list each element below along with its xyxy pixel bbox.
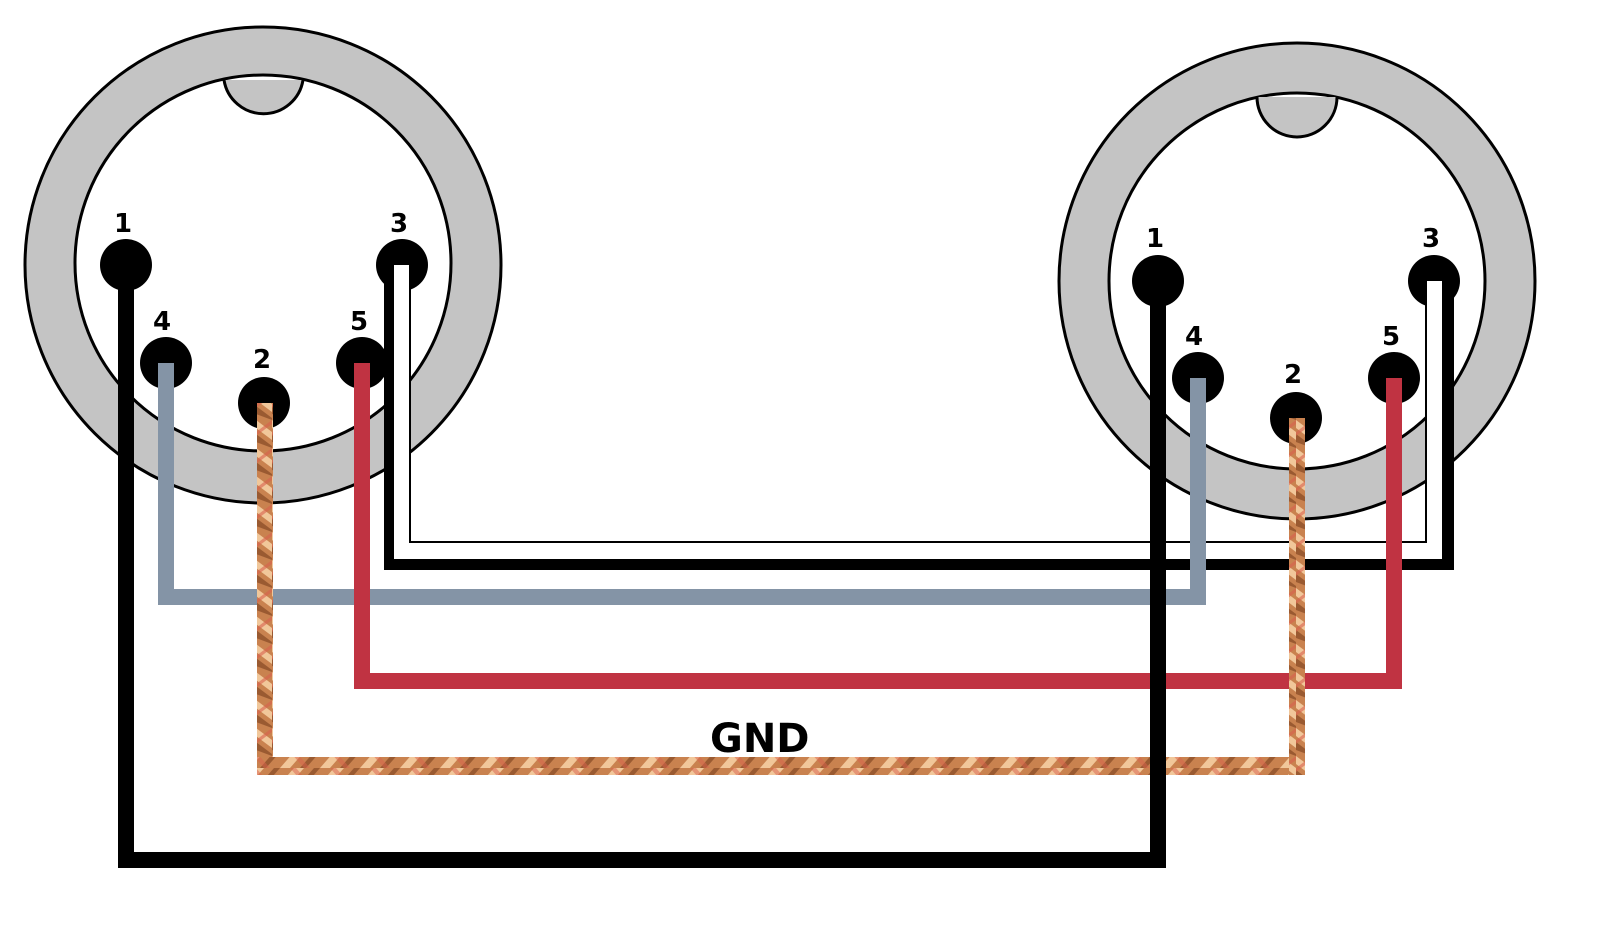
- wire-copper-gnd-pin2: [257, 403, 1305, 775]
- wire-white-pin3: [384, 265, 1454, 570]
- left-pin-5-label: 5: [350, 307, 368, 337]
- right-connector-key-notch: [1255, 96, 1339, 139]
- right-pin-5-label: 5: [1382, 322, 1400, 352]
- wire-black-pin1: [118, 265, 1166, 868]
- right-pin-4-label: 4: [1185, 322, 1203, 352]
- right-pin-1-label: 1: [1146, 224, 1164, 254]
- right-pin-3-label: 3: [1422, 224, 1440, 254]
- right-pin-2-label: 2: [1284, 360, 1302, 390]
- left-pin-3-label: 3: [390, 209, 408, 239]
- left-pin-2-label: 2: [253, 345, 271, 375]
- left-connector-key-notch: [222, 79, 305, 116]
- wire-red-pin5: [354, 363, 1402, 689]
- left-connector: 1 4 2 5 3: [23, 25, 503, 505]
- left-pin-4-label: 4: [153, 307, 171, 337]
- wire-grey-pin4: [158, 363, 1206, 605]
- gnd-label: GND: [710, 716, 810, 762]
- left-pin-1-label: 1: [114, 209, 132, 239]
- right-connector: 1 4 2 5 3: [1057, 41, 1537, 521]
